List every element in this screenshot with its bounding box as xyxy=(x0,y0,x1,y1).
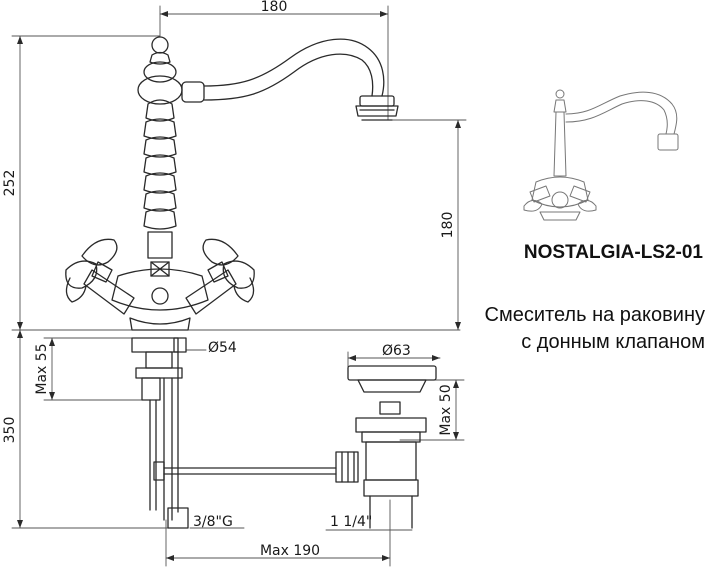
dimension-arrows xyxy=(17,11,461,561)
dim-total-height: 252 xyxy=(2,170,18,197)
left-handle xyxy=(65,238,135,315)
product-description: Смеситель на раковину с донным клапаном xyxy=(440,302,705,356)
popup-rod xyxy=(153,461,337,481)
description-line-2: с донным клапаном xyxy=(521,331,705,353)
faucet-body xyxy=(111,36,209,331)
dim-drain-thread: 1 1/4" xyxy=(330,514,372,530)
dimension-labels: 180 252 180 Ø54 Max 55 350 Ø63 Max 50 3/… xyxy=(2,0,456,559)
dim-max-50: Max 50 xyxy=(438,384,454,435)
right-handle xyxy=(185,238,255,315)
description-line-1: Смеситель на раковину xyxy=(484,304,705,326)
dimension-lines xyxy=(11,5,467,567)
dim-hose-thread: 3/8"G xyxy=(193,514,233,530)
dim-spout-reach: 180 xyxy=(261,0,288,15)
dim-below-sink: 350 xyxy=(2,417,18,444)
spout xyxy=(203,38,399,121)
dim-drain-diameter: Ø63 xyxy=(382,343,411,359)
dim-max-55: Max 55 xyxy=(34,343,50,394)
dim-base-diameter: Ø54 xyxy=(208,340,237,356)
product-thumbnail xyxy=(523,89,679,221)
dim-max-190: Max 190 xyxy=(260,543,320,559)
product-model: NOSTALGIA-LS2-01 xyxy=(523,242,703,263)
dim-spout-height: 180 xyxy=(440,212,456,239)
mounting-assembly xyxy=(131,337,189,529)
drain-valve xyxy=(335,365,437,529)
